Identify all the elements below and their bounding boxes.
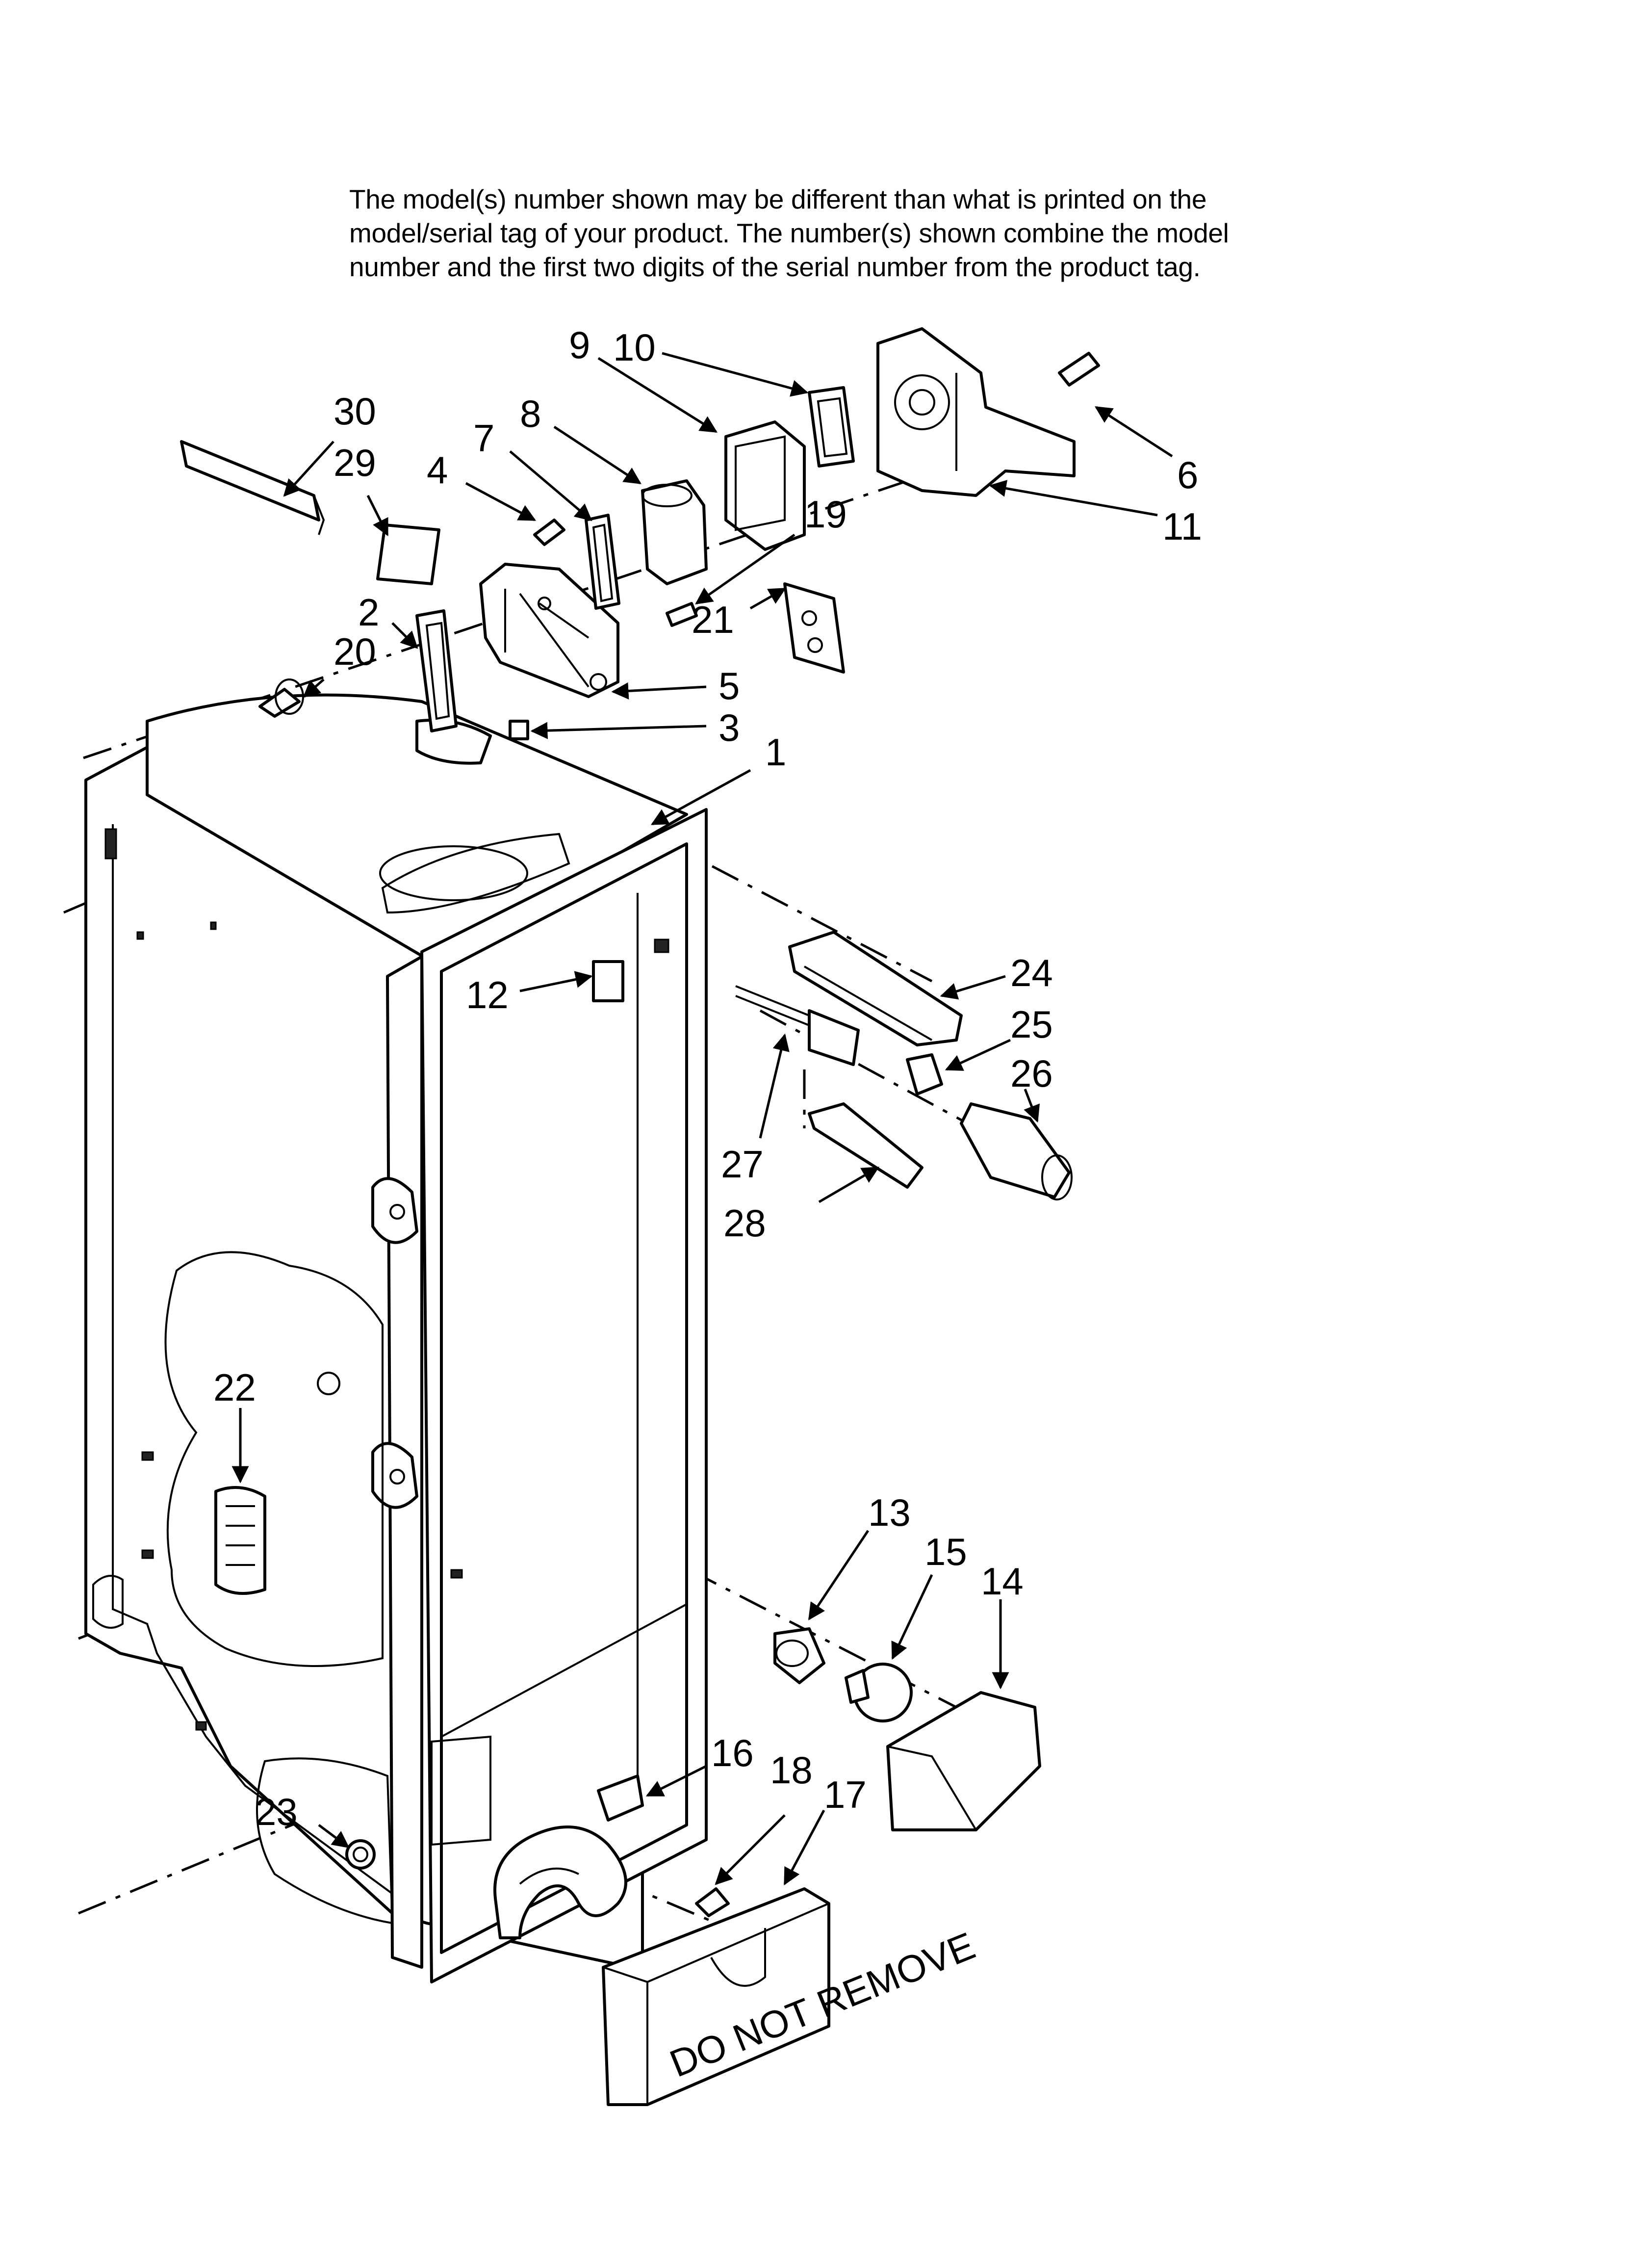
callout-24: 24 — [1010, 951, 1053, 994]
callout-numbers: 1 2 3 4 5 6 7 8 9 10 11 12 13 14 15 16 1… — [213, 323, 1202, 1833]
screws — [258, 352, 1100, 1917]
callout-9: 9 — [569, 323, 590, 366]
callout-6: 6 — [1177, 453, 1198, 496]
callout-15: 15 — [924, 1530, 967, 1573]
notice-line-3: number and the first two digits of the s… — [349, 252, 1201, 282]
control-housing-assembly — [180, 327, 1076, 740]
callout-18: 18 — [770, 1748, 813, 1792]
side-grommets — [214, 1486, 376, 1870]
callout-5: 5 — [718, 664, 740, 707]
cabinet-liner — [84, 693, 708, 1983]
callout-2: 2 — [358, 591, 379, 634]
callout-27: 27 — [721, 1143, 764, 1186]
callout-3: 3 — [718, 706, 740, 749]
lamp-assembly — [773, 1627, 1041, 1831]
callout-7: 7 — [473, 417, 494, 460]
light-switch — [592, 960, 624, 1002]
callout-23: 23 — [255, 1790, 298, 1833]
callout-1: 1 — [765, 730, 786, 774]
callout-4: 4 — [427, 448, 448, 492]
drain-tubing — [493, 1774, 644, 1939]
callout-25: 25 — [1010, 1003, 1053, 1046]
callout-28: 28 — [723, 1201, 766, 1245]
callout-16: 16 — [711, 1731, 754, 1774]
callout-12: 12 — [466, 973, 509, 1017]
notice-line-2: model/serial tag of your product. The nu… — [349, 218, 1229, 248]
callout-10: 10 — [613, 326, 656, 369]
model-number-notice: The model(s) number shown may be differe… — [349, 182, 1477, 284]
callout-20: 20 — [334, 630, 376, 673]
leader-lines — [231, 352, 1173, 1886]
callout-14: 14 — [981, 1560, 1024, 1603]
callout-19: 19 — [804, 493, 847, 536]
notice-line-1: The model(s) number shown may be differe… — [349, 184, 1207, 214]
callout-26: 26 — [1010, 1052, 1053, 1095]
callout-29: 29 — [334, 441, 376, 484]
callout-17: 17 — [824, 1773, 867, 1816]
callout-30: 30 — [334, 390, 376, 433]
callout-21: 21 — [692, 598, 734, 641]
callout-22: 22 — [213, 1366, 256, 1409]
callout-11: 11 — [1162, 505, 1202, 548]
bottom-cover: DO NOT REMOVE — [602, 1887, 981, 2106]
temperature-control-assembly — [735, 931, 1073, 1200]
callout-13: 13 — [868, 1491, 911, 1534]
callout-8: 8 — [520, 392, 541, 435]
